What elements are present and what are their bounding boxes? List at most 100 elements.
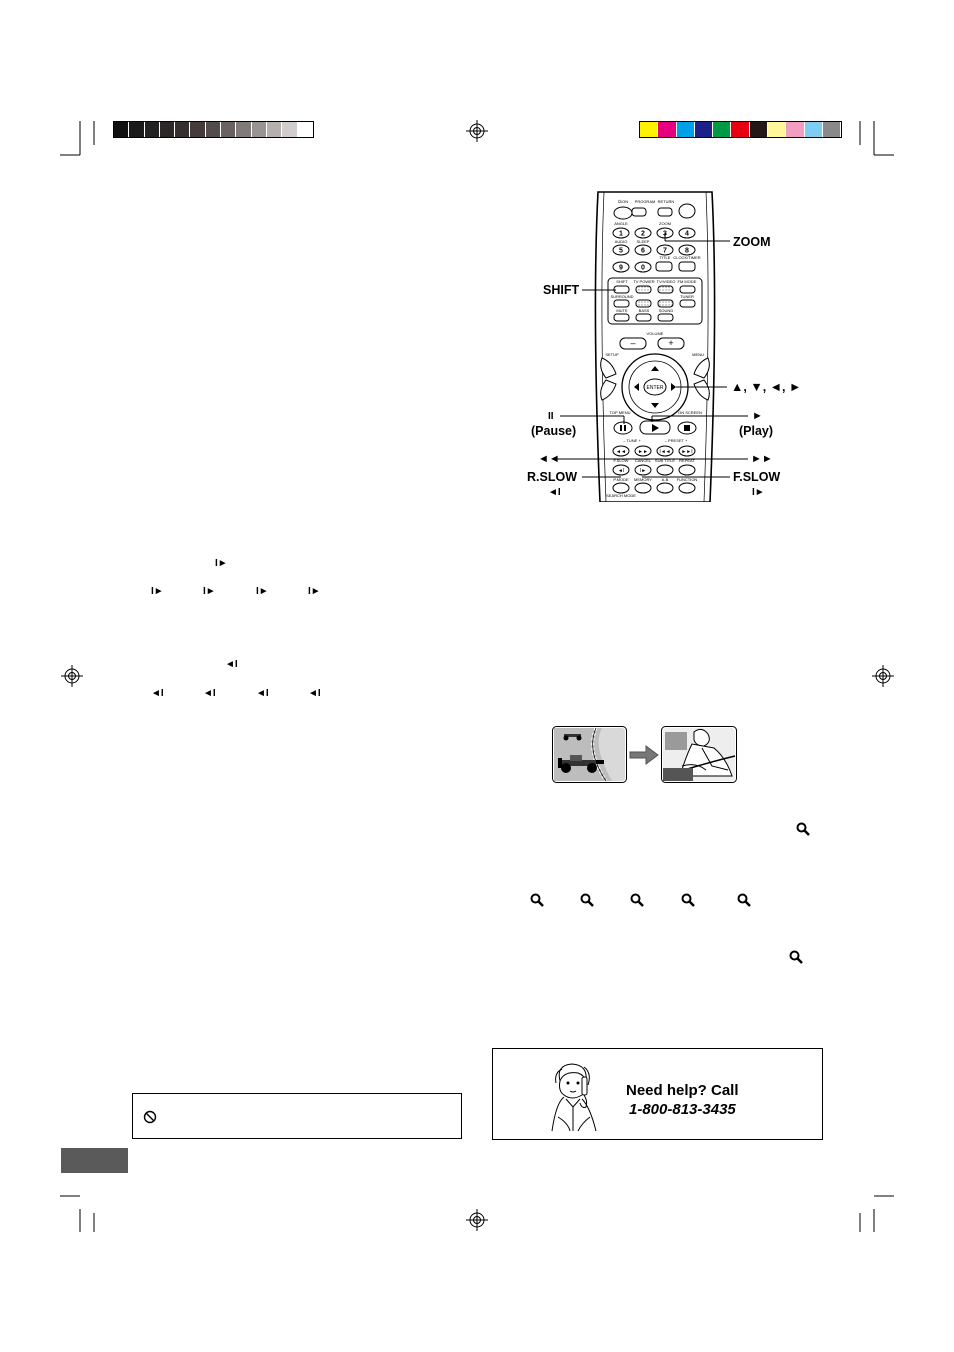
svg-text:►►I: ►►I (681, 449, 692, 455)
svg-text:P.MODE: P.MODE (613, 477, 629, 482)
svg-text:SEARCH MODE: SEARCH MODE (606, 493, 636, 498)
svg-text:A-B: A-B (662, 477, 669, 482)
callout-zoom: ZOOM (733, 235, 771, 249)
callout-pause: (Pause) (531, 424, 577, 438)
slow-reverse-icon: ◄I (151, 688, 164, 699)
zoom-magnifier-icon (580, 893, 594, 907)
grayscale-calibration-bar (113, 121, 314, 138)
zoom-magnifier-icon (530, 893, 544, 907)
zoom-magnifier-icon (681, 893, 695, 907)
callout-pause-symbol: II (548, 411, 554, 422)
calibration-swatch (114, 122, 130, 137)
calibration-swatch (658, 122, 677, 137)
svg-text:I◄◄: I◄◄ (659, 449, 670, 455)
svg-text:◄I: ◄I (618, 468, 624, 474)
svg-text:I►: I► (640, 468, 646, 474)
slow-reverse-icon: ◄I (256, 688, 269, 699)
svg-text:TV POWER: TV POWER (633, 279, 654, 284)
slow-reverse-icon: ◄I (203, 688, 216, 699)
help-box: Need help? Call 1-800-813-3435 (492, 1048, 823, 1140)
calibration-swatch (266, 122, 283, 137)
svg-text:9: 9 (619, 265, 623, 272)
callout-fslow: F.SLOW (733, 470, 781, 484)
prohibit-icon (143, 1110, 157, 1124)
svg-text:0: 0 (641, 265, 645, 272)
calibration-swatch (175, 122, 191, 137)
help-person-illustration (551, 1063, 597, 1132)
help-line1: Need help? Call (626, 1082, 739, 1099)
zoom-example-illustration (552, 726, 737, 783)
svg-text:– TUNE +: – TUNE + (623, 438, 641, 443)
svg-text:TV/VIDEO: TV/VIDEO (657, 279, 676, 284)
callout-rslow-symbol: ◄I (548, 487, 561, 498)
calibration-swatch (804, 122, 823, 137)
calibration-swatch (282, 122, 298, 137)
svg-text:SETUP: SETUP (605, 352, 619, 357)
svg-text:◄◄: ◄◄ (616, 449, 626, 455)
svg-text:ZOOM: ZOOM (659, 221, 671, 226)
color-calibration-bar (639, 121, 843, 138)
calibration-swatch (144, 122, 160, 137)
calibration-swatch (236, 122, 252, 137)
callout-play-symbol: ► (752, 410, 763, 422)
svg-text:TOP MENU: TOP MENU (610, 410, 631, 415)
svg-text:SUB TITLE: SUB TITLE (655, 458, 675, 463)
svg-text:8: 8 (685, 248, 689, 255)
svg-text:SURROUND: SURROUND (610, 294, 633, 299)
slow-forward-icon: I► (203, 586, 216, 597)
calibration-swatch (205, 122, 222, 137)
calibration-swatch (297, 122, 313, 137)
svg-text:+: + (668, 338, 673, 348)
svg-text:⏻/ON: ⏻/ON (618, 199, 628, 204)
svg-text:MUTE: MUTE (616, 308, 628, 313)
slow-forward-icon: I► (215, 558, 228, 569)
svg-text:1: 1 (619, 231, 623, 238)
svg-text:RETURN: RETURN (658, 199, 675, 204)
svg-text:4: 4 (685, 231, 689, 238)
slow-forward-icon: I► (151, 586, 164, 597)
calibration-swatch (768, 122, 787, 137)
calibration-swatch (676, 122, 695, 137)
svg-text:►►: ►► (638, 449, 648, 455)
svg-text:SOUND: SOUND (659, 308, 674, 313)
svg-text:CLOCK/TIMER: CLOCK/TIMER (673, 255, 700, 260)
calibration-swatch (159, 122, 176, 137)
svg-text:– PRESET +: – PRESET + (665, 438, 688, 443)
svg-text:5: 5 (619, 248, 623, 255)
calibration-swatch (786, 122, 805, 137)
svg-text:ANGLE: ANGLE (614, 221, 628, 226)
svg-text:PROGRAM: PROGRAM (635, 199, 656, 204)
svg-text:6: 6 (641, 248, 645, 255)
help-phone-number[interactable]: 1-800-813-3435 (629, 1101, 736, 1118)
slow-reverse-icon: ◄I (225, 659, 238, 670)
calibration-swatch (190, 122, 206, 137)
svg-text:MEMORY: MEMORY (634, 477, 652, 482)
callout-shift: SHIFT (543, 283, 580, 297)
svg-text:SHIFT: SHIFT (616, 279, 628, 284)
svg-text:VOLUME: VOLUME (647, 331, 664, 336)
calibration-swatch (713, 122, 732, 137)
zoom-magnifier-icon (630, 893, 644, 907)
callout-play: (Play) (739, 424, 774, 438)
calibration-swatch (221, 122, 237, 137)
svg-text:ENTER: ENTER (647, 385, 664, 391)
svg-text:BASS: BASS (639, 308, 650, 313)
svg-text:REPEAT: REPEAT (679, 458, 695, 463)
callout-rslow: R.SLOW (527, 470, 577, 484)
slow-forward-icon: I► (308, 586, 321, 597)
callout-arrows: ▲, ▼, ◄, ► (731, 380, 802, 394)
calibration-swatch (640, 122, 659, 137)
svg-text:SLEEP: SLEEP (637, 239, 650, 244)
svg-text:7: 7 (663, 248, 667, 255)
zoom-magnifier-icon (789, 950, 803, 964)
callout-fslow-symbol: I► (752, 487, 765, 498)
svg-text:2: 2 (641, 231, 645, 238)
svg-text:–: – (630, 338, 635, 348)
slow-reverse-icon: ◄I (308, 688, 321, 699)
calibration-swatch (822, 122, 842, 137)
calibration-swatch (749, 122, 769, 137)
svg-text:FM MODE: FM MODE (678, 279, 697, 284)
